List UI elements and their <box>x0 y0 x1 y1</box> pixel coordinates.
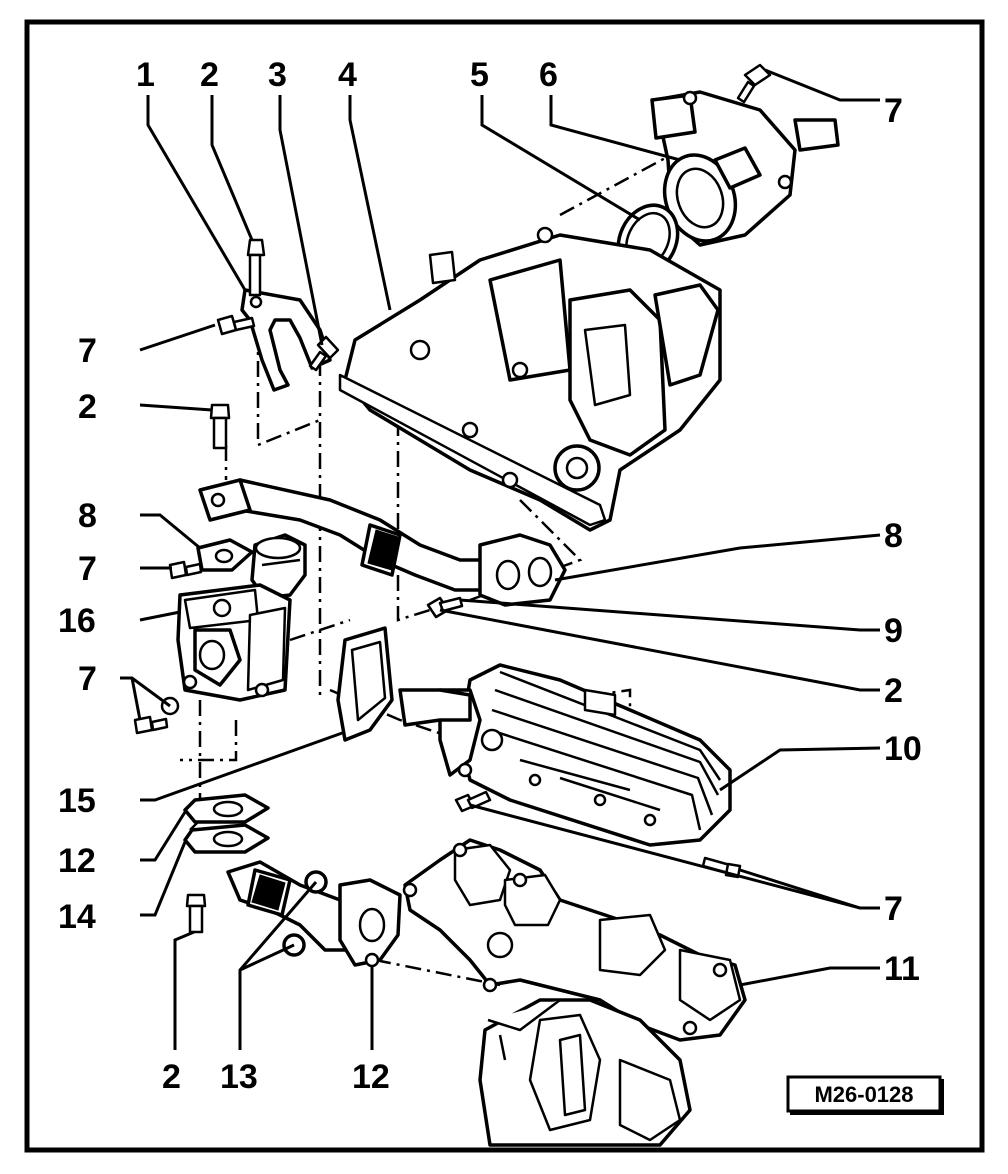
callout-16: 16 <box>58 602 96 640</box>
stud-3 <box>308 335 340 372</box>
gasket-14 <box>183 823 270 854</box>
intake-manifold <box>338 226 722 532</box>
diagram-frame <box>24 19 985 1153</box>
bolt-upper <box>246 238 266 297</box>
callout-5: 5 <box>470 56 489 94</box>
turbocharger <box>478 998 692 1147</box>
leader-lines <box>120 68 881 1050</box>
bolt-top-right <box>736 63 772 104</box>
callout-labels: 1 2 3 4 5 6 7 7 2 8 7 16 7 8 9 2 10 15 1… <box>58 56 922 1096</box>
callout-9: 9 <box>884 612 903 650</box>
callout-2-top: 2 <box>200 56 219 94</box>
callout-2-bottom: 2 <box>162 1058 181 1096</box>
callout-7-right-lower: 7 <box>884 890 903 928</box>
callout-10: 10 <box>884 730 922 768</box>
bracket <box>240 288 332 392</box>
callout-6: 6 <box>539 56 558 94</box>
callout-11: 11 <box>884 950 920 988</box>
callout-13: 13 <box>220 1058 258 1096</box>
exhaust-manifold <box>402 838 747 1042</box>
egr-valve-body <box>176 583 292 702</box>
callout-7-left-upper: 7 <box>78 332 97 370</box>
callout-2-left: 2 <box>78 388 97 426</box>
callout-12-bottom: 12 <box>352 1058 390 1096</box>
callout-15: 15 <box>58 782 96 820</box>
callout-7-top-right: 7 <box>884 92 903 130</box>
egr-pipe-lower <box>226 860 402 968</box>
callout-1: 1 <box>136 56 155 94</box>
bolt-7-left <box>216 314 256 336</box>
egr-cooler <box>398 663 732 847</box>
callout-8-left: 8 <box>78 497 97 535</box>
callout-3: 3 <box>268 56 287 94</box>
callout-12-left: 12 <box>58 842 96 880</box>
callout-7-left-lower: 7 <box>78 660 97 698</box>
bolt-2-left <box>209 403 231 450</box>
nuts-7-lower-left <box>133 696 180 735</box>
callout-14: 14 <box>58 898 96 936</box>
throttle-valve-housing <box>650 90 840 247</box>
callout-8-right: 8 <box>884 517 903 555</box>
egr-pipe-upper <box>198 478 567 607</box>
gasket-12-left <box>183 793 270 824</box>
callout-4: 4 <box>338 56 357 94</box>
callout-7-left-mid: 7 <box>78 550 97 588</box>
reference-code-box: M26-0128 <box>786 1075 944 1115</box>
bolt-7-egr <box>168 560 203 580</box>
reference-code: M26-0128 <box>814 1082 913 1107</box>
callout-2-right: 2 <box>884 672 903 710</box>
egr-valve <box>250 533 307 600</box>
bolt-2-lower <box>185 893 207 934</box>
